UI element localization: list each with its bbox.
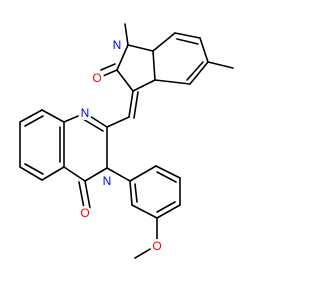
atom-o-methoxy: O xyxy=(150,239,164,253)
quinazolinone-benzo-bonds xyxy=(19,109,65,181)
indolinone-bonds xyxy=(100,23,156,92)
oxygen-label: O xyxy=(80,206,89,220)
indolinone-benzo-bonds xyxy=(152,32,234,85)
oxygen-label: O xyxy=(152,239,161,253)
structure-diagram: N O N N O O xyxy=(19,23,234,259)
atom-o-carbonyl: O xyxy=(78,206,92,220)
nitrogen-label: N xyxy=(103,174,112,188)
atom-n-ring-mid: N xyxy=(100,174,114,188)
linker-bonds xyxy=(106,90,139,128)
oxygen-label: O xyxy=(92,71,101,85)
methoxyphenyl-bonds xyxy=(106,165,181,259)
nitrogen-label: N xyxy=(81,106,90,120)
nitrogen-label: N xyxy=(113,38,122,52)
atom-n-indole: N xyxy=(110,38,124,52)
atom-n-ring-top: N xyxy=(78,106,92,120)
molecule-svg: N O N N O O xyxy=(19,23,234,259)
quinazolinone-bonds xyxy=(63,112,108,209)
atom-o-indole: O xyxy=(90,71,104,85)
